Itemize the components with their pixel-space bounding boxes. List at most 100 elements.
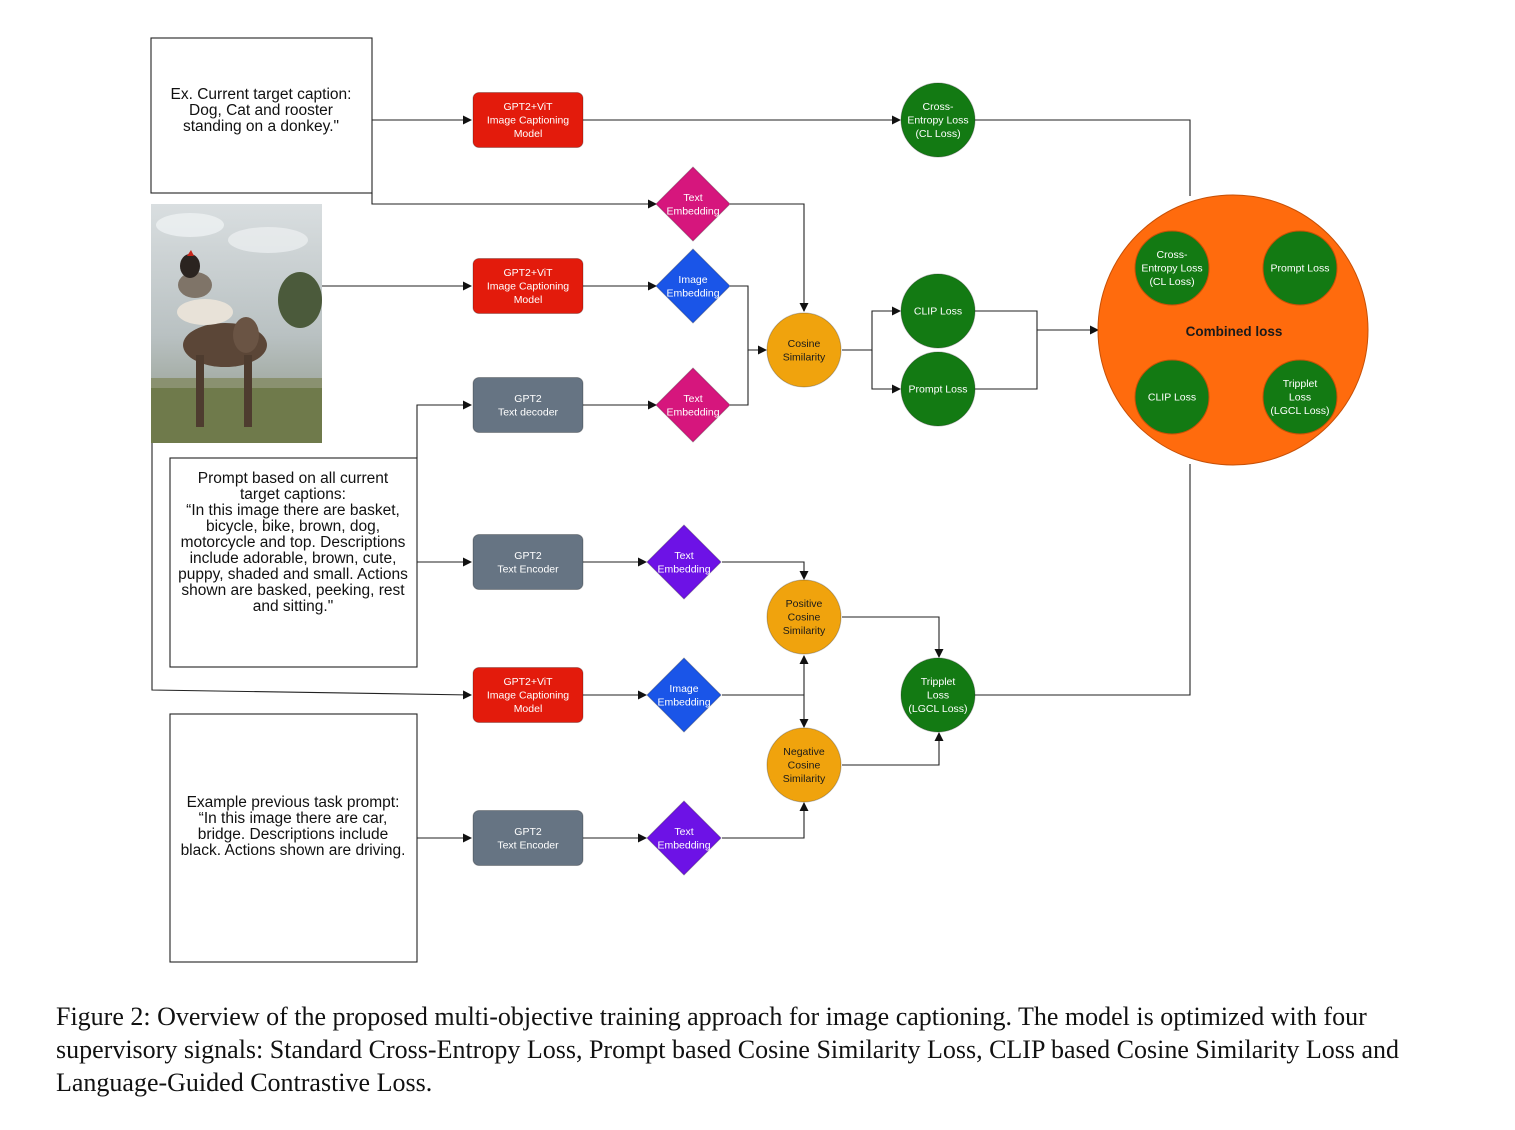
label-line: Loss (1289, 392, 1311, 404)
text-embedding-2-shape (655, 367, 731, 443)
text-line: Dog, Cat and rooster (189, 102, 333, 119)
edge-cosine-to-clip-loss (842, 306, 901, 351)
label-line: Image Captioning (487, 115, 569, 127)
combined-cross-entropy-loss-shape (1134, 230, 1210, 306)
label-line: Similarity (783, 773, 826, 785)
edges (151, 115, 1191, 843)
text-line: bridge. Descriptions include (198, 826, 388, 843)
label-line: Image Captioning (487, 690, 569, 702)
label-line: Tripplet (921, 676, 956, 688)
label-line: Text (674, 826, 693, 838)
label-line: GPT2+ViT (503, 676, 553, 688)
edge-losses-join (975, 310, 1038, 390)
text-encoder-low-shape (472, 810, 584, 866)
label-line: Tripplet (1283, 378, 1318, 390)
positive-cosine-similarity-shape (766, 579, 842, 655)
label-line: GPT2+ViT (503, 101, 553, 113)
edge-prompt-to-decoder (416, 400, 472, 458)
label-line: Text (683, 393, 702, 405)
caption-box-text: Ex. Current target caption:Dog, Cat and … (171, 86, 352, 135)
text-line: black. Actions shown are driving. (181, 842, 406, 859)
edge-text-embedding-to-cosine-b (730, 350, 749, 406)
label-line: Loss (927, 690, 949, 702)
combined-loss-title: Combined loss (1186, 324, 1283, 339)
combined-prompt-loss: Prompt Loss (1262, 230, 1338, 306)
label-line: Text decoder (498, 406, 559, 418)
label-line: Similarity (783, 625, 826, 637)
label-line: CLIP Loss (1148, 392, 1196, 404)
prompt-loss: Prompt Loss (900, 351, 976, 427)
label-line: Cross- (923, 101, 954, 113)
label-line: Model (514, 294, 543, 306)
text-line: include adorable, brown, cute, (190, 550, 397, 567)
captioner-low-shape (472, 667, 584, 723)
donkey-stack-photo (151, 204, 322, 443)
captioner-mid-shape (472, 258, 584, 314)
caption-box: Ex. Current target caption:Dog, Cat and … (150, 37, 373, 194)
edge-image-embedding-to-cosine (730, 285, 767, 355)
label-line: Entropy Loss (907, 115, 968, 127)
edge-positive-to-triplet (842, 616, 944, 658)
label-line: Embedding (666, 205, 719, 217)
captioner-top-shape (472, 92, 584, 148)
label-line: Text (683, 192, 702, 204)
prompt-loss-shape (900, 351, 976, 427)
cross-entropy-loss-shape (900, 82, 976, 158)
label-line: Text Encoder (497, 563, 559, 575)
image-embedding-2-shape (646, 657, 722, 733)
label-line: CLIP Loss (914, 306, 962, 318)
label-line: Entropy Loss (1141, 263, 1202, 275)
combined-prompt-loss-label: Prompt Loss (1271, 263, 1330, 275)
text-line: standing on a donkey." (183, 118, 339, 135)
label-line: Model (514, 703, 543, 715)
label-line: GPT2 (514, 550, 542, 562)
text-line: puppy, shaded and small. Actions (178, 566, 408, 583)
label-line: Model (514, 128, 543, 140)
text-line: Prompt based on all current (198, 470, 389, 487)
label-line: (LGCL Loss) (1270, 405, 1329, 417)
text-embedding-1-shape (655, 166, 731, 242)
prev-task-box-text: Example previous task prompt:“In this im… (181, 794, 406, 859)
label-line: Embedding (666, 287, 719, 299)
label-line: Embedding (657, 563, 710, 575)
text-line: shown are basked, peeking, rest (181, 582, 405, 599)
label-line: (LGCL Loss) (908, 703, 967, 715)
clip-loss-label: CLIP Loss (914, 306, 962, 318)
text-line: “In this image there are basket, (186, 502, 400, 519)
prompt-loss-label: Prompt Loss (909, 384, 968, 396)
edge-image-to-captioner-low (151, 443, 472, 700)
combined-loss: Combined loss Cross-Entropy Loss(CL Loss… (1097, 194, 1369, 466)
combined-clip-loss: CLIP Loss (1134, 359, 1210, 435)
label-line: Image (678, 274, 707, 286)
text-embedding-3-shape (646, 524, 722, 600)
label-line: Prompt Loss (909, 384, 968, 396)
image-embedding-1-shape (655, 248, 731, 324)
label-line: Embedding (666, 406, 719, 418)
label-line: Image Captioning (487, 281, 569, 293)
text-embedding-4-shape (646, 800, 722, 876)
cross-entropy-loss: Cross-Entropy Loss(CL Loss) (900, 82, 976, 158)
